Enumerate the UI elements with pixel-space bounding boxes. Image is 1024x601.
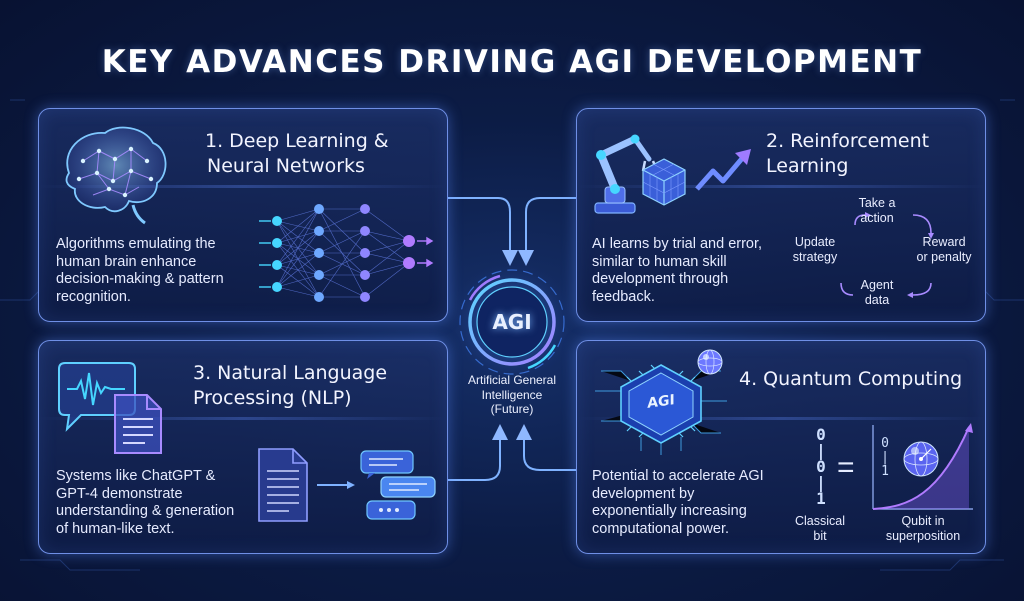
- connector-lines: [447, 197, 576, 481]
- cycle-arrow-right: [912, 214, 932, 234]
- cycle-arrow-top: [854, 214, 866, 226]
- cycle-arrow-left: [840, 282, 854, 296]
- panel-quantum-computing: 4. Quantum Computing Potential to accele…: [576, 340, 986, 554]
- circuit-traces: [0, 99, 1024, 571]
- panel-2-description: AI learns by trial and error, similar to…: [592, 236, 763, 305]
- qubit-label: Qubit in superposition: [885, 514, 961, 543]
- classical-bit-label: Classical bit: [794, 514, 845, 543]
- panel-3-title: 3. Natural Language Processing (NLP): [193, 362, 388, 409]
- connector-panel-1: [447, 197, 518, 266]
- cycle-label-left: Update strategy: [792, 235, 838, 264]
- rl-cycle-diagram: [840, 212, 934, 298]
- panel-reinforcement-learning: 2. Reinforcement Learning AI learns by t…: [576, 108, 986, 322]
- panel-4-title: 4. Quantum Computing: [739, 368, 963, 390]
- agi-center-label: AGI: [492, 310, 532, 334]
- page-title: KEY ADVANCES DRIVING AGI DEVELOPMENT: [101, 44, 923, 80]
- panel-2-title: 2. Reinforcement Learning: [766, 130, 930, 177]
- cycle-label-bottom: Agent data: [860, 278, 894, 307]
- panel-4-description: Potential to accelerate AGI development …: [592, 468, 764, 537]
- cycle-label-right: Reward or penalty: [916, 235, 972, 264]
- panel-deep-learning: 1. Deep Learning & Neural Networks Algor…: [38, 108, 448, 322]
- chat-bubbles-icon: [258, 448, 436, 522]
- panel-1-description: Algorithms emulating the human brain enh…: [56, 236, 224, 305]
- connector-panel-2: [518, 197, 576, 266]
- document-icon: [114, 394, 162, 454]
- classical-bits: 0 | 0 | 1: [816, 425, 826, 508]
- qubit-bits: 0 | 1: [881, 436, 889, 479]
- cube-icon: [642, 158, 686, 206]
- equals-sign: =: [837, 451, 855, 484]
- ai-chip-icon: [595, 364, 727, 455]
- panel-1-title: 1. Deep Learning & Neural Networks: [205, 130, 389, 177]
- agi-caption: Artificial General Intelligence (Future): [467, 373, 557, 416]
- neural-network-icon: [259, 204, 434, 302]
- exponential-curve-icon: [872, 423, 973, 510]
- panel-nlp: 3. Natural Language Processing (NLP) Sys…: [38, 340, 448, 554]
- trend-arrow-icon: [695, 149, 751, 191]
- connector-panel-3: [447, 424, 508, 481]
- agi-center-node: [450, 260, 574, 384]
- robot-arm-icon: [594, 134, 659, 214]
- cycle-arrow-bottom: [912, 282, 932, 296]
- connector-panel-4: [516, 424, 576, 471]
- qubit-sphere-icon: [697, 349, 723, 375]
- panel-3-description: Systems like ChatGPT & GPT-4 demonstrate…: [56, 468, 235, 537]
- cycle-label-top: Take a action: [858, 196, 896, 225]
- brain-icon: [65, 126, 167, 225]
